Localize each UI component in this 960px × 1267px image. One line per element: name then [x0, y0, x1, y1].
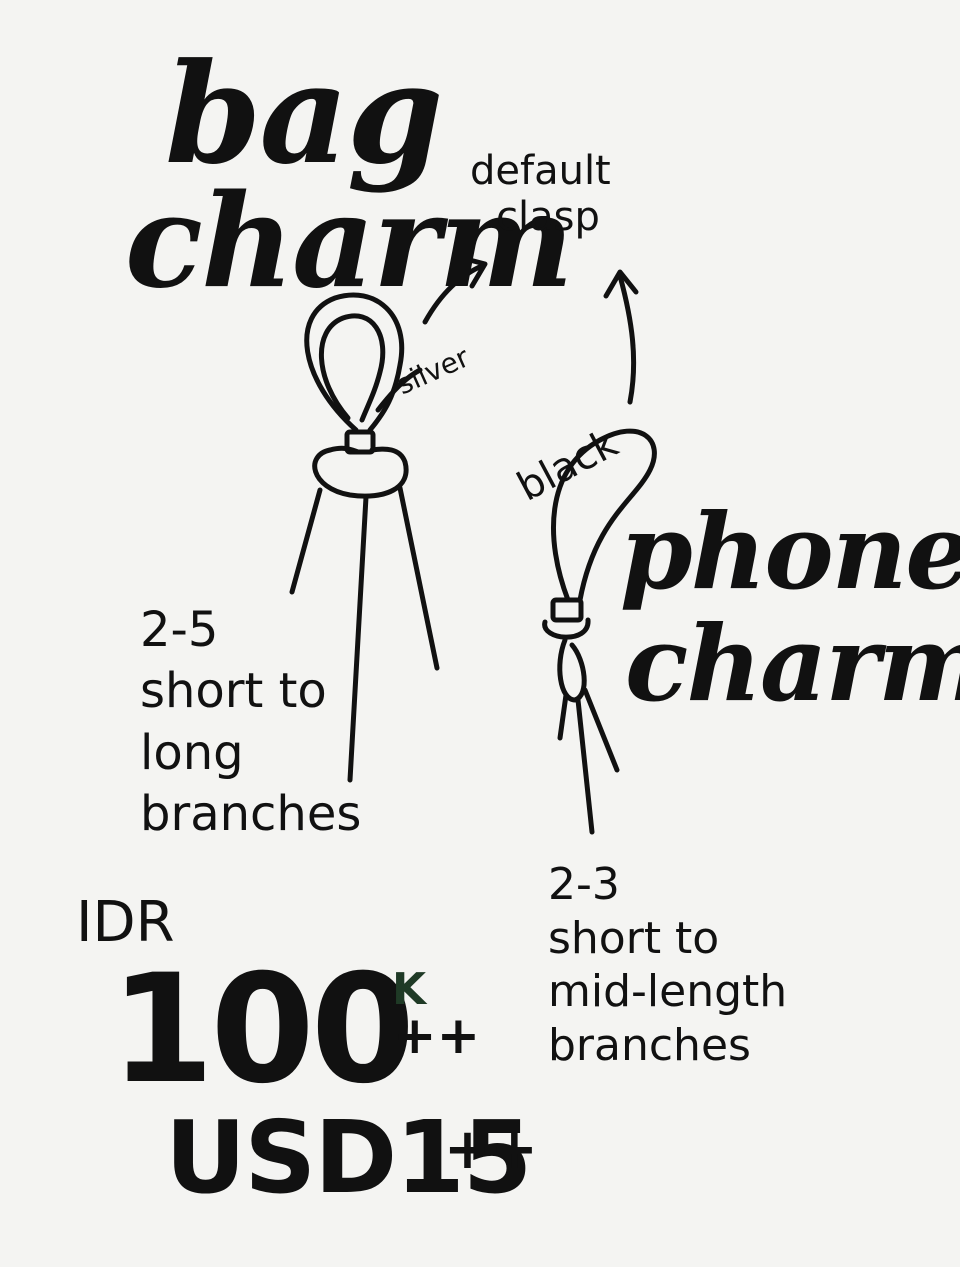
bag-charm-title-line2: charm — [125, 167, 574, 317]
bag-branches-line2: short to — [140, 663, 327, 720]
default-clasp-label: default clasp — [470, 148, 611, 240]
bag-branch-middle — [347, 494, 369, 783]
bag-charm-title-line1: bag — [165, 32, 443, 195]
phone-branches-line2: short to — [548, 912, 720, 964]
price-usd-plus: ++ — [444, 1117, 538, 1182]
bag-branch-left — [289, 487, 323, 595]
phone-branches-note: 2-3 short to mid-length branches — [548, 858, 787, 1073]
price-usd: USD15 — [165, 1099, 532, 1216]
bag-clasp-inner — [319, 313, 386, 423]
price-idr-suffix: K — [392, 964, 427, 1015]
price-idr-label: IDR — [76, 890, 175, 955]
phone-branch-right — [582, 687, 620, 773]
bag-branches-count: 2-5 — [140, 602, 219, 658]
phone-charm-title-line1: phone — [620, 490, 960, 613]
bag-clasp-gate — [375, 367, 423, 413]
default-clasp-line2: clasp — [496, 194, 600, 240]
bag-branches-line4: branches — [140, 786, 362, 843]
phone-branches-line3: mid-length — [548, 966, 788, 1018]
phone-branches-count: 2-3 — [548, 859, 620, 910]
phone-collar — [550, 597, 584, 623]
bag-branches-line3: long — [140, 724, 244, 781]
bag-branch-right — [397, 485, 440, 671]
phone-branches-line4: branches — [548, 1020, 751, 1072]
phone-branch-left — [557, 692, 569, 741]
phone-branch-middle — [575, 697, 595, 835]
price-idr-amount: 100 — [110, 943, 415, 1117]
arrow-phone-to-clasp — [617, 273, 637, 405]
default-clasp-line1: default — [470, 148, 611, 194]
arrow-bag-to-clasp — [422, 262, 487, 325]
bag-knot — [312, 446, 409, 499]
phone-knot — [557, 637, 587, 703]
price-idr-plus: ++ — [393, 1006, 481, 1066]
phone-charm-title-line2: charm — [625, 602, 960, 725]
phone-strap-loop — [550, 428, 657, 603]
bag-branches-note: 2-5 short to long branches — [140, 600, 361, 846]
